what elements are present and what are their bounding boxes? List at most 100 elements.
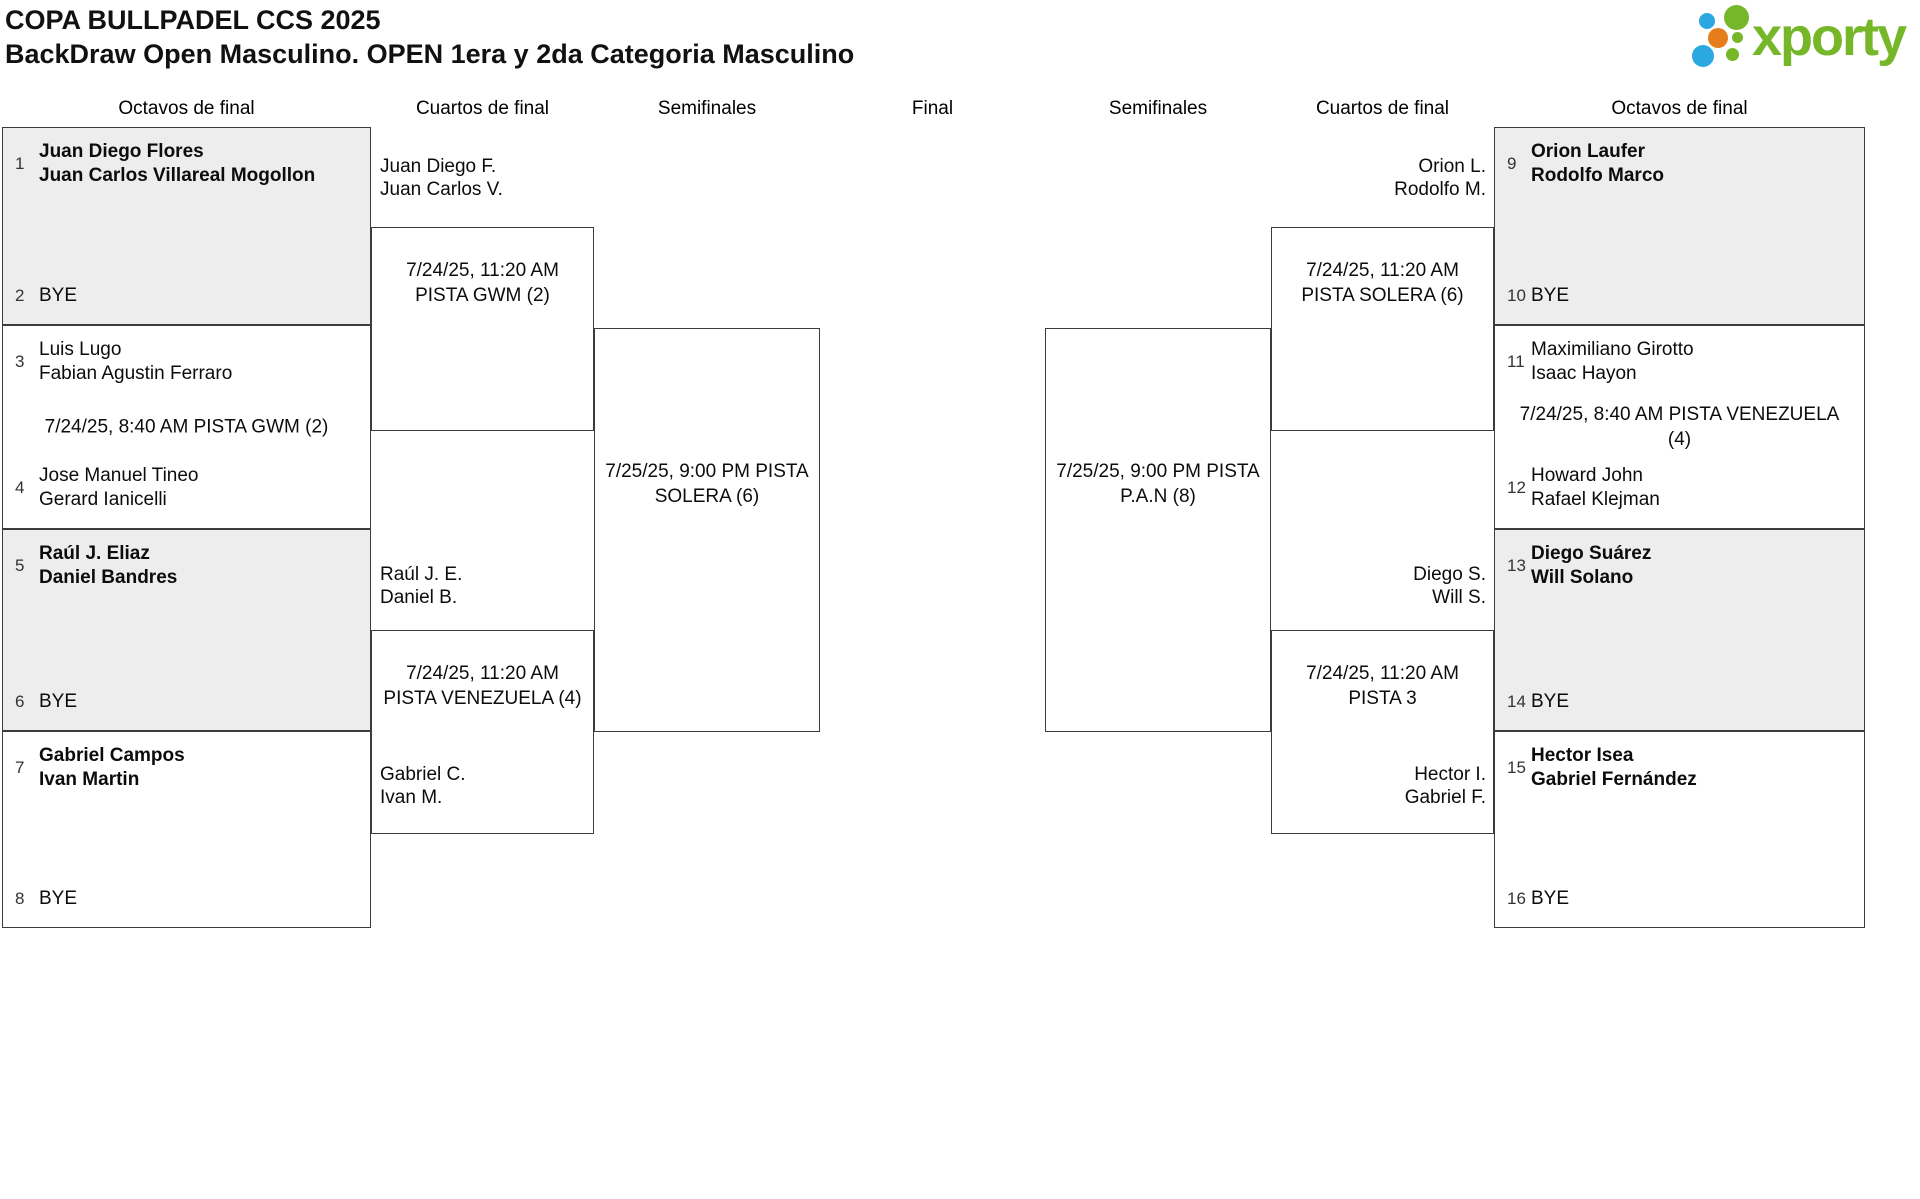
team-entry-seed-14: 14 BYE: [1495, 690, 1864, 714]
player-name: BYE: [39, 888, 78, 909]
player-name: BYE: [39, 285, 78, 306]
team-names: Juan Diego Flores Juan Carlos Villareal …: [39, 140, 315, 188]
match-court: PISTA VENEZUELA (4): [383, 688, 582, 709]
player-name: Gabriel Fernández: [1531, 769, 1697, 790]
logo-dot-icon: [1724, 5, 1749, 30]
team-entry-seed-8: 8 BYE: [3, 887, 370, 911]
match-box-octavos-4[interactable]: 7 Gabriel Campos Ivan Martin 8 BYE: [2, 731, 371, 928]
advancing-team-cuartos-left-2b: Gabriel C. Ivan M.: [380, 763, 466, 809]
seed-number: 14: [1507, 692, 1526, 711]
player-name: Jose Manuel Tineo: [39, 465, 199, 486]
team-entry-seed-5: 5 Raúl J. Eliaz Daniel Bandres: [3, 542, 370, 590]
logo-wordmark: xporty: [1752, 7, 1907, 67]
team-entry-seed-4: 4 Jose Manuel Tineo Gerard Ianicelli: [3, 464, 370, 512]
round-header-cuartos-right: Cuartos de final: [1315, 98, 1450, 119]
player-name: Diego Suárez: [1531, 543, 1652, 564]
match-box-semifinal-right[interactable]: 7/25/25, 9:00 PM PISTA P.A.N (8): [1045, 328, 1271, 732]
team-names: BYE: [39, 690, 77, 714]
match-box-octavos-8[interactable]: 15 Hector Isea Gabriel Fernández 16 BYE: [1494, 731, 1865, 928]
player-name: BYE: [1531, 888, 1570, 909]
team-names: Diego Suárez Will Solano: [1531, 542, 1651, 590]
match-datetime: 7/24/25, 11:20 AM: [406, 663, 559, 684]
team-entry-seed-3: 3 Luis Lugo Fabian Agustin Ferraro: [3, 338, 370, 386]
team-entry-seed-12: 12 Howard John Rafael Klejman: [1495, 464, 1864, 512]
match-box-octavos-5[interactable]: 9 Orion Laufer Rodolfo Marco 10 BYE: [1494, 127, 1865, 325]
player-name: Howard John: [1531, 465, 1643, 486]
player-name: Hector Isea: [1531, 745, 1634, 766]
player-name: BYE: [1531, 691, 1570, 712]
team-entry-seed-1: 1 Juan Diego Flores Juan Carlos Villarea…: [3, 140, 370, 188]
match-schedule: 7/24/25, 11:20 AM PISTA GWM (2): [372, 228, 593, 308]
match-box-cuartos-left-2[interactable]: 7/24/25, 11:20 AM PISTA VENEZUELA (4): [371, 630, 594, 834]
seed-number: 7: [15, 758, 25, 777]
match-datetime: 7/25/25, 9:00 PM PISTA: [605, 461, 809, 482]
seed-number: 16: [1507, 889, 1526, 908]
match-schedule: 7/24/25, 8:40 AM PISTA VENEZUELA (4): [1519, 404, 1840, 450]
seed-number: 3: [15, 352, 25, 371]
player-name: BYE: [39, 691, 78, 712]
round-header-final: Final: [911, 98, 954, 119]
match-box-octavos-2[interactable]: 3 Luis Lugo Fabian Agustin Ferraro 7/24/…: [2, 325, 371, 529]
team-entry-seed-6: 6 BYE: [3, 690, 370, 714]
logo-dot-icon: [1732, 32, 1743, 43]
player-name: Isaac Hayon: [1531, 363, 1637, 384]
player-name: Daniel B.: [380, 587, 458, 608]
team-entry-seed-10: 10 BYE: [1495, 284, 1864, 308]
player-name: Ivan M.: [380, 787, 443, 808]
draw-subtitle: BackDraw Open Masculino. OPEN 1era y 2da…: [5, 39, 855, 69]
match-box-octavos-3[interactable]: 5 Raúl J. Eliaz Daniel Bandres 6 BYE: [2, 529, 371, 731]
team-names: Jose Manuel Tineo Gerard Ianicelli: [39, 464, 199, 512]
match-court: PISTA 3: [1348, 688, 1417, 709]
tournament-title: COPA BULLPADEL CCS 2025: [5, 5, 381, 35]
player-name: Juan Carlos Villareal Mogollon: [39, 165, 316, 186]
match-box-cuartos-left-1[interactable]: 7/24/25, 11:20 AM PISTA GWM (2): [371, 227, 594, 431]
team-names: Maximiliano Girotto Isaac Hayon: [1531, 338, 1694, 386]
match-schedule: 7/24/25, 8:40 AM PISTA GWM (2): [44, 416, 329, 438]
match-datetime: 7/24/25, 11:20 AM: [1306, 663, 1459, 684]
match-court: P.A.N (8): [1120, 486, 1196, 507]
player-name: Luis Lugo: [39, 339, 122, 360]
player-name: Orion Laufer: [1531, 141, 1646, 162]
player-name: Diego S.: [1413, 564, 1486, 585]
team-names: BYE: [39, 887, 77, 911]
advancing-team-cuartos-right-2b: Hector I. Gabriel F.: [1290, 763, 1486, 809]
player-name: Fabian Agustin Ferraro: [39, 363, 233, 384]
match-court: SOLERA (6): [654, 486, 760, 507]
match-box-semifinal-left[interactable]: 7/25/25, 9:00 PM PISTA SOLERA (6): [594, 328, 820, 732]
xporty-logo[interactable]: xporty: [1692, 4, 1918, 78]
player-name: Rodolfo M.: [1394, 179, 1486, 200]
team-names: Howard John Rafael Klejman: [1531, 464, 1660, 512]
match-box-cuartos-right-2[interactable]: 7/24/25, 11:20 AM PISTA 3: [1271, 630, 1494, 834]
team-names: BYE: [1531, 887, 1569, 911]
seed-number: 9: [1507, 154, 1517, 173]
seed-number: 11: [1507, 352, 1525, 371]
match-box-cuartos-right-1[interactable]: 7/24/25, 11:20 AM PISTA SOLERA (6): [1271, 227, 1494, 431]
seed-number: 2: [15, 286, 25, 305]
match-box-octavos-7[interactable]: 13 Diego Suárez Will Solano 14 BYE: [1494, 529, 1865, 731]
logo-dot-icon: [1708, 28, 1728, 48]
player-name: Juan Diego F.: [380, 156, 497, 177]
seed-number: 13: [1507, 556, 1526, 575]
player-name: Rafael Klejman: [1531, 489, 1660, 510]
team-names: BYE: [39, 284, 77, 308]
advancing-team-cuartos-right-2: Diego S. Will S.: [1290, 563, 1486, 609]
player-name: BYE: [1531, 285, 1570, 306]
team-entry-seed-9: 9 Orion Laufer Rodolfo Marco: [1495, 140, 1864, 188]
player-name: Rodolfo Marco: [1531, 165, 1664, 186]
advancing-team-cuartos-left-2: Raúl J. E. Daniel B.: [380, 563, 462, 609]
player-name: Maximiliano Girotto: [1531, 339, 1694, 360]
match-box-octavos-1[interactable]: 1 Juan Diego Flores Juan Carlos Villarea…: [2, 127, 371, 325]
seed-number: 12: [1507, 478, 1526, 497]
logo-dot-icon: [1726, 48, 1739, 61]
match-box-octavos-6[interactable]: 11 Maximiliano Girotto Isaac Hayon 7/24/…: [1494, 325, 1865, 529]
team-entry-seed-15: 15 Hector Isea Gabriel Fernández: [1495, 744, 1864, 792]
logo-dot-icon: [1699, 13, 1715, 29]
seed-number: 1: [15, 154, 25, 173]
round-header-octavos-right: Octavos de final: [1611, 98, 1748, 119]
player-name: Will S.: [1432, 587, 1486, 608]
advancing-team-cuartos-left-1: Juan Diego F. Juan Carlos V.: [380, 155, 503, 201]
seed-number: 6: [15, 692, 25, 711]
match-datetime: 7/24/25, 11:20 AM: [1306, 260, 1459, 281]
match-datetime: 7/25/25, 9:00 PM PISTA: [1056, 461, 1260, 482]
